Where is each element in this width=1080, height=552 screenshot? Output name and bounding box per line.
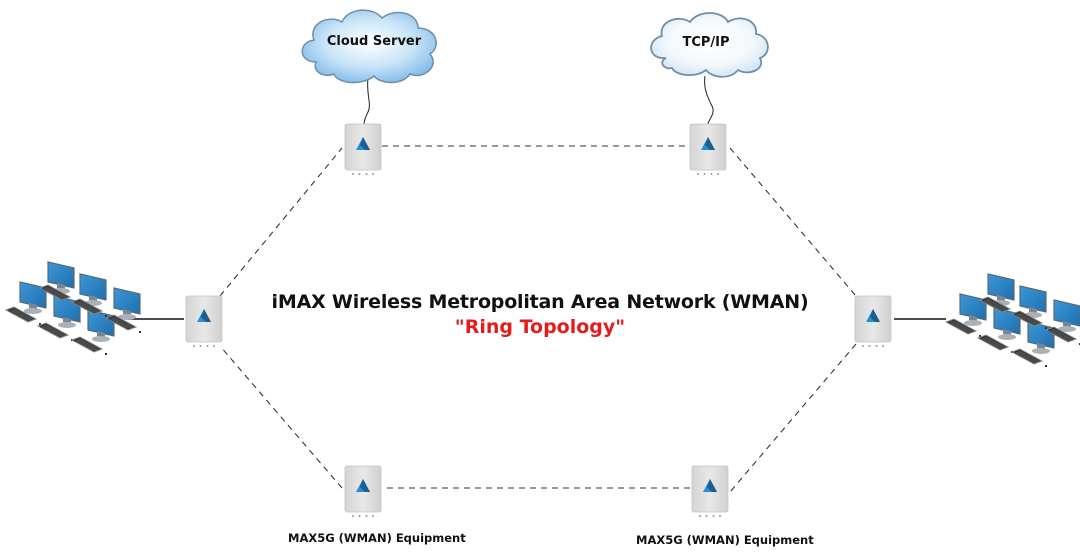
cloud-server-label: Cloud Server xyxy=(327,34,422,49)
link-top-right-mid-right xyxy=(729,147,857,297)
device-top-left xyxy=(344,123,382,176)
device-bottom-right xyxy=(691,465,729,518)
cloud-icon xyxy=(650,12,769,78)
cloud-tcp-ip: TCP/IP xyxy=(650,12,769,78)
device-top-right xyxy=(689,123,727,176)
link-tcp-ip-cable xyxy=(704,75,714,125)
diagram-title: iMAX Wireless Metropolitan Area Network … xyxy=(271,291,809,313)
link-mid-right-bottom-right xyxy=(729,343,857,493)
diagram-subtitle: "Ring Topology" xyxy=(454,316,626,338)
device-label-bottom-left: MAX5G (WMAN) Equipment xyxy=(288,531,466,545)
cloud-tcp-ip-label: TCP/IP xyxy=(682,35,729,50)
link-bottom-left-mid-left xyxy=(219,345,343,489)
link-mid-left-top-left xyxy=(219,147,343,297)
device-bottom-left xyxy=(344,465,382,518)
cloud-icon xyxy=(301,9,437,84)
cloud-server: Cloud Server xyxy=(301,9,437,84)
link-cloud-server-cable xyxy=(363,77,370,125)
device-label-bottom-right: MAX5G (WMAN) Equipment xyxy=(636,533,814,547)
